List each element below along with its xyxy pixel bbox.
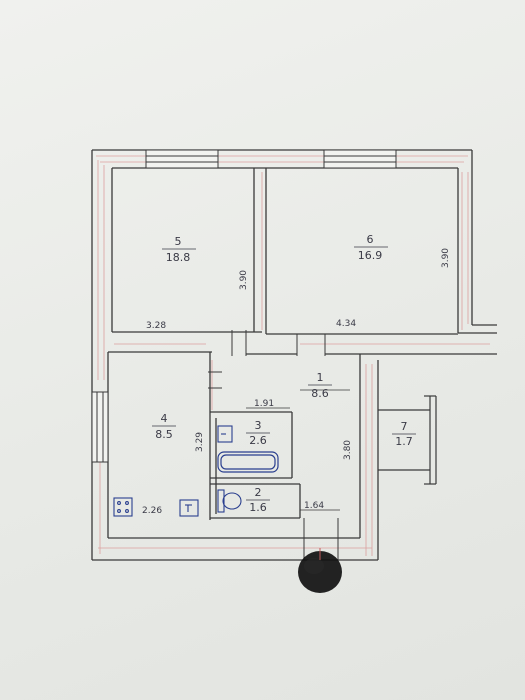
window-room-6 [323, 149, 397, 169]
dim-room6-width: 4.34 [336, 319, 356, 329]
dim-room5-width: 3.28 [146, 321, 166, 331]
dimension-labels: 3.28 3.90 4.34 3.90 3.29 2.26 3.80 1.64 … [142, 248, 451, 516]
toilet [217, 489, 242, 513]
room-4-area: 8.5 [155, 428, 173, 441]
room-5-number: 5 [175, 235, 182, 248]
bathtub [217, 451, 279, 473]
dim-room4-width: 2.26 [142, 506, 162, 516]
door-openings [208, 330, 339, 560]
room-5-area: 18.8 [166, 251, 191, 264]
ink-blot [298, 548, 342, 593]
dim-room5-height: 3.90 [239, 270, 249, 290]
room-6-area: 16.9 [358, 249, 383, 262]
dimension-lines [246, 389, 350, 511]
room-2-number: 2 [255, 486, 262, 499]
dim-room4-height: 3.29 [195, 432, 205, 452]
dim-room1-width: 1.64 [304, 501, 324, 511]
outer-walls [91, 149, 497, 561]
dim-room3-width: 1.91 [254, 399, 274, 409]
kitchen-sink [179, 499, 199, 517]
dim-room6-height: 3.90 [441, 248, 451, 268]
room-7-number: 7 [401, 420, 408, 433]
room-3-number: 3 [255, 419, 262, 432]
balcony-room-7 [378, 395, 437, 485]
kitchen-stove [113, 497, 133, 517]
room-2-area: 1.6 [249, 501, 267, 514]
room-1-area: 8.6 [311, 387, 329, 400]
window-room-4 [91, 391, 109, 463]
room-3-area: 2.6 [249, 434, 267, 447]
room-7-area: 1.7 [395, 435, 413, 448]
room-1-number: 1 [317, 371, 324, 384]
dim-room1-height: 3.80 [343, 440, 353, 460]
window-room-5 [145, 149, 219, 169]
room-6-number: 6 [367, 233, 374, 246]
washbasin-bath [217, 425, 233, 443]
red-wall-fill [96, 155, 490, 556]
room-labels: 5 18.8 6 16.9 4 8.5 1 8.6 3 2.6 2 1.6 7 … [152, 233, 416, 514]
room-4-number: 4 [161, 412, 168, 425]
